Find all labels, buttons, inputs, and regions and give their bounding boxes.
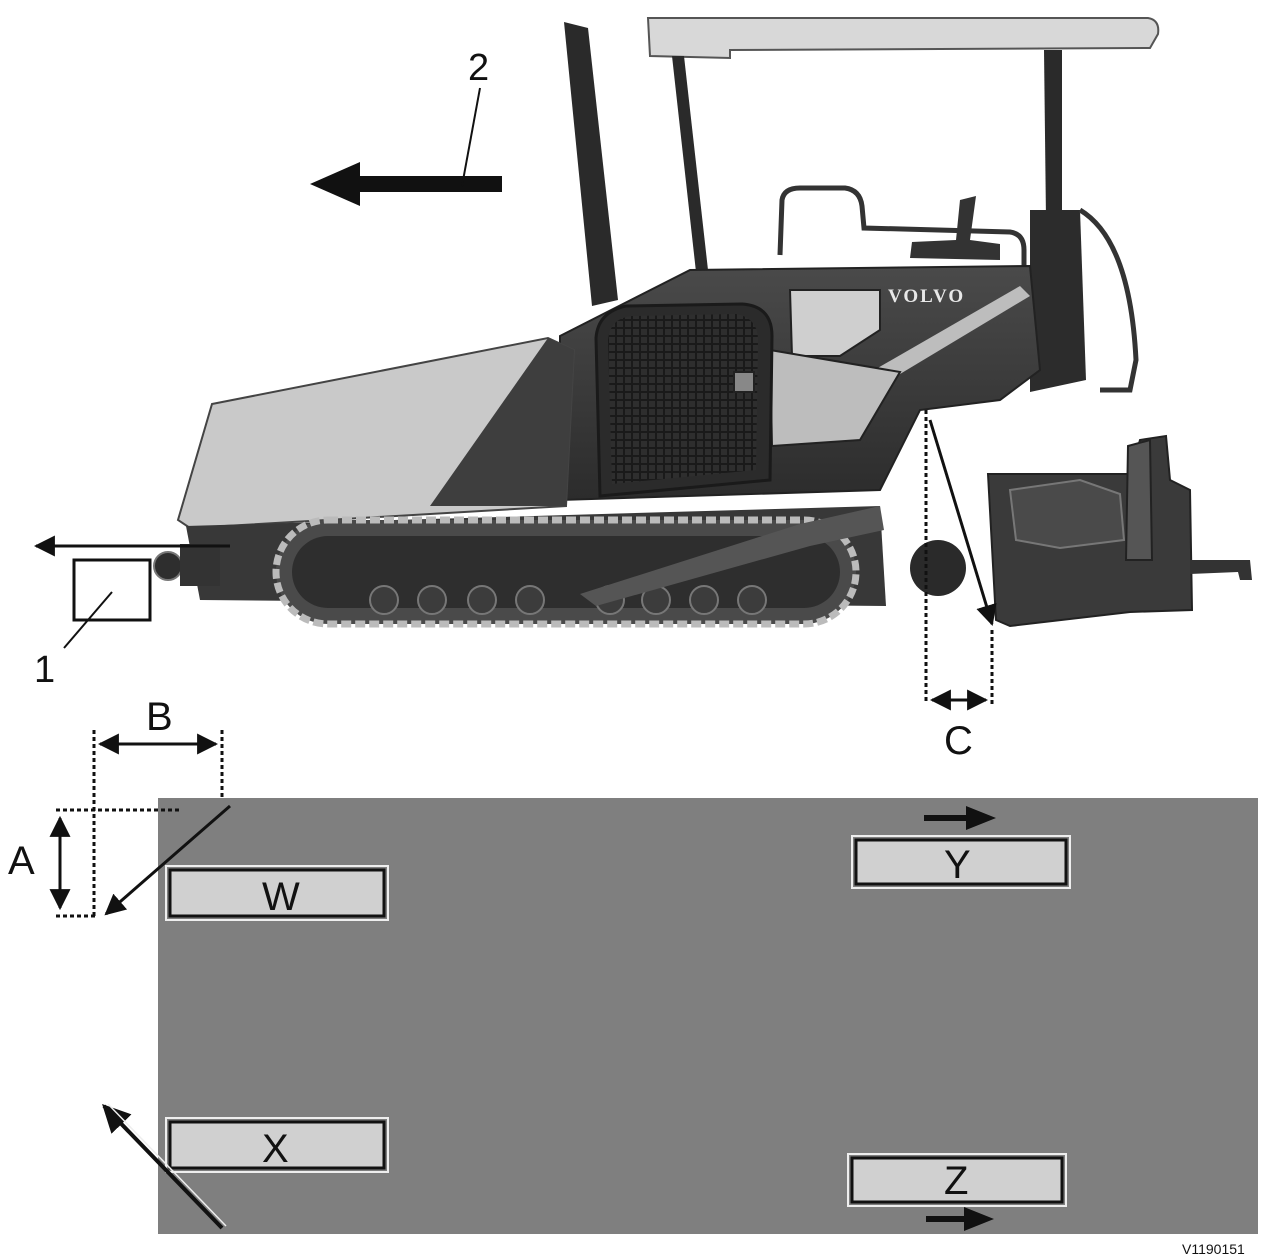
marker-label-w: W [262, 875, 300, 919]
marker-label-z: Z [944, 1159, 968, 1203]
marker-y [851, 835, 1071, 889]
exhaust-stack [564, 22, 618, 306]
direction-arrow-z [926, 1207, 994, 1231]
screed-handle [1190, 560, 1252, 580]
canopy-post-front [672, 56, 708, 272]
marker-label-x: X [262, 1127, 289, 1171]
handrail [777, 185, 1027, 272]
side-window [788, 289, 881, 357]
front-bumper [180, 544, 220, 586]
door-latch-icon [733, 371, 755, 393]
engine-grille [608, 314, 758, 484]
dimension-b [92, 730, 224, 916]
brand-logo: VOLVO [888, 286, 965, 307]
callout-2: 2 [468, 47, 489, 89]
marker-z [847, 1153, 1067, 1207]
marker-label-y: Y [944, 843, 971, 887]
front-reference-marker [33, 535, 230, 649]
travel-direction-arrow [310, 87, 502, 206]
callout-1: 1 [34, 649, 55, 691]
dimension-label-a: A [8, 839, 35, 883]
marker-w [165, 865, 389, 921]
canopy-roof [646, 17, 1160, 60]
marker-x [165, 1117, 389, 1173]
rear-tower [1030, 210, 1086, 392]
operator-seat [910, 196, 1000, 260]
diagonal-arrow-x [102, 1103, 224, 1230]
hopper-side-wedge [430, 338, 574, 506]
dimension-c [924, 410, 997, 711]
dimension-label-b: B [146, 695, 173, 739]
handrail-side [1078, 207, 1139, 393]
dimension-label-c: C [944, 719, 973, 763]
screed-control [1124, 438, 1154, 561]
track-arm [580, 506, 884, 606]
figure-code: V1190151 [1182, 1241, 1245, 1257]
canopy-post-rear [1044, 50, 1062, 220]
dimension-a [49, 804, 231, 918]
auger-wheel [910, 540, 966, 596]
asphalt-paver-illustration: VOLVO [153, 17, 1252, 628]
push-roller [153, 551, 183, 581]
screed-frame [1008, 478, 1126, 550]
direction-arrow-y [924, 806, 996, 830]
